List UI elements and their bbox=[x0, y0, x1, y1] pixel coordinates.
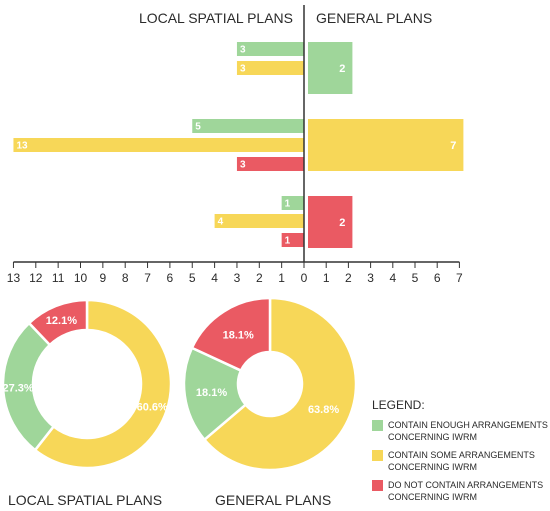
bar-value-label: 5 bbox=[195, 122, 201, 133]
legend: LEGEND: CONTAIN ENOUGH ARRANGEMENTS CONC… bbox=[372, 398, 548, 502]
donut-general-slice-enough bbox=[182, 346, 248, 442]
bar-local-none bbox=[281, 233, 304, 247]
x-tick-label: 12 bbox=[29, 271, 43, 285]
legend-label-some-line2: CONCERNING IWRM bbox=[388, 462, 477, 472]
bar-local-enough bbox=[281, 196, 304, 210]
x-tick-label: 2 bbox=[256, 271, 263, 285]
x-tick-label: 0 bbox=[301, 271, 308, 285]
donut-general-slice-label: 18.1% bbox=[196, 387, 227, 399]
bar-value-label: 2 bbox=[339, 217, 345, 229]
x-tick-label: 1 bbox=[278, 271, 285, 285]
legend-title: LEGEND: bbox=[372, 398, 425, 412]
legend-label-enough-line2: CONCERNING IWRM bbox=[388, 432, 477, 442]
donut-general-slice-none bbox=[190, 296, 272, 373]
bar-local-some bbox=[236, 61, 304, 75]
x-tick-label: 7 bbox=[456, 271, 463, 285]
donut-general-slice-label: 63.8% bbox=[308, 404, 339, 416]
donut-local-slice-label: 27.3% bbox=[2, 382, 33, 394]
x-tick-label: 6 bbox=[434, 271, 441, 285]
x-tick-label: 1 bbox=[323, 271, 330, 285]
donut-title-local: LOCAL SPATIAL PLANS bbox=[8, 492, 162, 508]
bar-chart: 3 3 2 5 13 3 7 1 4 1 2 bbox=[13, 42, 464, 248]
x-tick-label: 6 bbox=[167, 271, 174, 285]
donut-charts: 60.6% 27.3% 12.1% 63.8% 18.1% 18.1% bbox=[1, 296, 358, 472]
donut-general-slice-some bbox=[202, 296, 358, 472]
donut-general-slice-label: 18.1% bbox=[223, 329, 254, 341]
bar-value-label: 13 bbox=[16, 141, 28, 152]
bar-local-enough bbox=[192, 119, 304, 133]
x-tick-label: 8 bbox=[122, 271, 129, 285]
bar-local-some bbox=[214, 214, 304, 228]
x-tick-label: 11 bbox=[52, 271, 65, 285]
x-tick-label: 10 bbox=[74, 271, 88, 285]
bar-value-label: 1 bbox=[285, 199, 291, 210]
x-tick-label: 9 bbox=[100, 271, 107, 285]
left-chart-title: LOCAL SPATIAL PLANS bbox=[139, 10, 293, 26]
bar-local-some bbox=[13, 138, 304, 152]
bar-general-none bbox=[308, 196, 353, 248]
bar-local-enough bbox=[236, 42, 304, 56]
x-tick-label: 5 bbox=[189, 271, 196, 285]
legend-swatch-some bbox=[372, 450, 383, 461]
legend-label-none-line2: CONCERNING IWRM bbox=[388, 492, 477, 502]
donut-title-general: GENERAL PLANS bbox=[215, 492, 331, 508]
right-chart-title: GENERAL PLANS bbox=[316, 10, 432, 26]
donut-local-slice-none bbox=[27, 298, 89, 347]
donut-local-slice-some bbox=[33, 298, 173, 470]
bar-value-label: 3 bbox=[240, 45, 246, 56]
donut-local-slice-label: 12.1% bbox=[46, 315, 77, 327]
legend-label-none-line1: DO NOT CONTAIN ARRANGEMENTS bbox=[388, 480, 543, 490]
legend-label-enough-line1: CONTAIN ENOUGH ARRANGEMENTS bbox=[388, 420, 548, 430]
x-tick-label: 3 bbox=[367, 271, 374, 285]
bar-value-label: 1 bbox=[285, 236, 291, 247]
x-tick-label: 4 bbox=[389, 271, 396, 285]
legend-swatch-none bbox=[372, 480, 383, 491]
x-tick-label: 2 bbox=[345, 271, 352, 285]
bar-value-label: 3 bbox=[240, 64, 246, 75]
bar-value-label: 3 bbox=[240, 160, 246, 171]
legend-swatch-enough bbox=[372, 420, 383, 431]
x-tick-label: 13 bbox=[7, 271, 21, 285]
bar-value-label: 7 bbox=[450, 140, 456, 152]
bar-general-some bbox=[308, 119, 464, 171]
bar-local-none bbox=[236, 157, 304, 171]
bar-general-enough bbox=[308, 42, 353, 94]
x-tick-label: 7 bbox=[144, 271, 151, 285]
legend-label-some-line1: CONTAIN SOME ARRANGEMENTS bbox=[388, 450, 535, 460]
x-tick-label: 4 bbox=[211, 271, 218, 285]
x-tick-label: 3 bbox=[234, 271, 241, 285]
donut-local-slice-label: 60.6% bbox=[137, 402, 168, 414]
x-tick-label: 5 bbox=[412, 271, 419, 285]
bar-value-label: 4 bbox=[218, 217, 224, 228]
bar-value-label: 2 bbox=[339, 63, 345, 75]
